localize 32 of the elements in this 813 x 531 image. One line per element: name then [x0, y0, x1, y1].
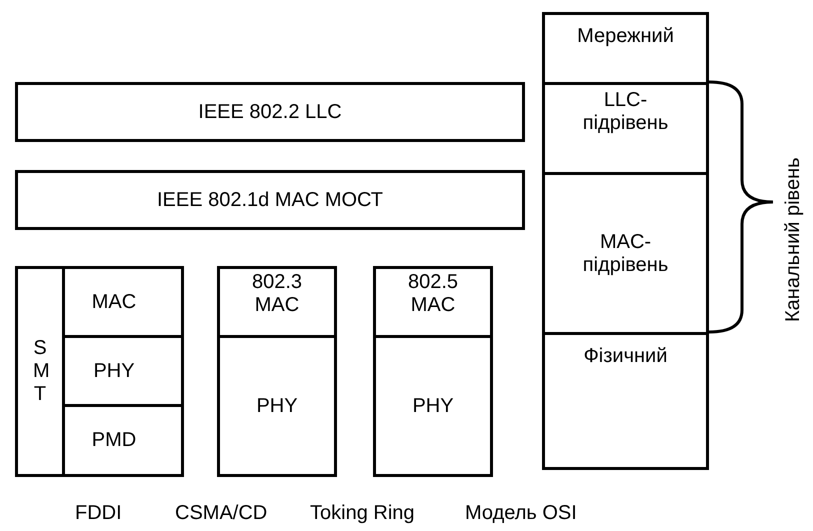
layer-name: IEEE 802.1d MAC МОСТ — [156, 188, 384, 212]
column-caption: Модель OSI — [465, 503, 577, 523]
layer-name: Фізичний — [584, 345, 668, 368]
column-caption: FDDI — [75, 503, 122, 523]
layer-name: PHY — [412, 394, 454, 418]
layer-name: PMD — [92, 429, 136, 452]
layer-name: 802.3 MAC — [250, 271, 304, 317]
column-caption: Toking Ring — [310, 503, 415, 523]
column-caption: CSMA/CD — [175, 503, 268, 523]
layer-box — [542, 82, 709, 175]
layer-box — [62, 266, 184, 338]
layer-name: PHY — [256, 394, 298, 418]
layer-box — [542, 172, 709, 335]
layer-box — [542, 12, 709, 85]
layer-name: MAC — [92, 290, 136, 314]
layer-name: LLC- підрівень — [582, 89, 670, 135]
layer-name: PHY — [93, 360, 135, 382]
layer-box — [217, 266, 337, 338]
layer-name: SMT — [33, 337, 47, 406]
layer-box — [373, 335, 493, 477]
layer-name: IEEE 802.2 LLC — [198, 100, 342, 124]
layer-box — [542, 332, 709, 470]
layer-box — [15, 82, 525, 142]
layer-box — [62, 404, 184, 477]
layer-box — [15, 170, 525, 230]
layer-name: Мережний — [577, 25, 674, 48]
layer-name: MAC- підрівень — [582, 230, 670, 276]
layer-box — [217, 335, 337, 477]
layer-box — [15, 266, 65, 477]
brace-label: Канальний рівень — [783, 157, 803, 322]
layer-box — [373, 266, 493, 338]
layer-name: 802.5 MAC — [406, 271, 460, 317]
